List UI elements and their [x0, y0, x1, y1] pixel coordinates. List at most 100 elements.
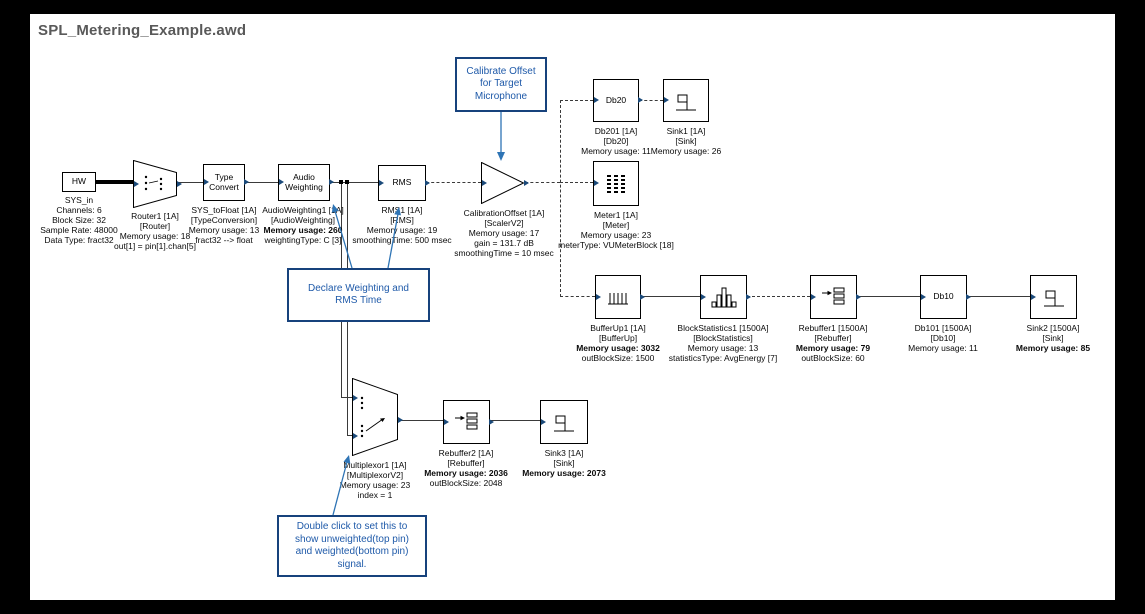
input-pin[interactable] — [594, 97, 599, 103]
wire-router-typeconvert[interactable] — [177, 182, 203, 183]
callout-line: RMS Time — [335, 295, 382, 306]
block-multiplexor1[interactable] — [352, 377, 403, 457]
output-pin[interactable] — [177, 180, 182, 187]
block-rms1[interactable]: RMS — [378, 165, 430, 201]
input-pin[interactable] — [541, 418, 546, 425]
sink3-label: Sink3 [1A] [Sink] Memory usage: 2073 — [509, 448, 619, 478]
block-db201[interactable]: Db20 — [593, 79, 643, 122]
input-pin[interactable] — [701, 293, 706, 300]
block-bufferup1[interactable] — [595, 275, 645, 319]
input-pin[interactable] — [353, 394, 358, 401]
wire-typeconvert-audioweighting[interactable] — [245, 182, 278, 183]
block-rebuffer1[interactable] — [810, 275, 861, 319]
output-pin[interactable] — [640, 293, 645, 300]
input-pin[interactable] — [921, 293, 926, 300]
output-pin[interactable] — [966, 293, 971, 300]
block-label-line: statisticsType: AvgEnergy [7] — [668, 353, 778, 363]
wire-db20-sink1[interactable] — [639, 100, 663, 101]
block-label-line: Block Size: 32 — [52, 215, 106, 225]
typeconvert-icon-text: Type Convert — [209, 172, 239, 192]
wire-junction-vertical[interactable] — [560, 100, 561, 297]
block-label-line: Sink3 [1A] — [544, 448, 584, 458]
block-sink2[interactable] — [1030, 275, 1077, 319]
wire-audioweighting-rms[interactable] — [330, 182, 378, 183]
wire-hw-router[interactable] — [96, 180, 133, 184]
wire-junction-dot — [339, 180, 343, 184]
wire-rebuffer1-db10[interactable] — [857, 296, 920, 297]
rebuffer-icon — [821, 287, 844, 305]
input-pin[interactable] — [379, 179, 384, 186]
block-label-line: Memory usage: 3032 — [576, 343, 660, 353]
input-pin[interactable] — [134, 180, 139, 187]
input-pin[interactable] — [594, 180, 599, 186]
wire-bufferup-blockstatistics[interactable] — [641, 296, 700, 297]
input-pin[interactable] — [353, 432, 358, 439]
block-calibrationoffset[interactable] — [481, 161, 529, 205]
input-pin[interactable] — [444, 418, 449, 425]
block-sink1[interactable] — [663, 79, 709, 122]
block-label-line: Memory usage: 2036 — [424, 468, 508, 478]
wire-tap-mux-bottom-horizontal[interactable] — [347, 435, 352, 436]
block-label-line: Memory usage: 19 — [366, 225, 438, 235]
output-pin[interactable] — [638, 97, 643, 103]
block-blockstatistics1[interactable] — [700, 275, 751, 319]
callout-calibrate-offset[interactable]: Calibrate Offset for Target Microphone — [455, 57, 547, 112]
block-icon-line: Type — [214, 172, 234, 182]
input-pin[interactable] — [811, 293, 816, 300]
block-meter1[interactable] — [593, 161, 639, 206]
block-label-line: [Sink] — [675, 136, 697, 146]
output-pin[interactable] — [398, 416, 403, 423]
output-pin[interactable] — [524, 179, 529, 186]
block-audioweighting1[interactable]: Audio Weighting — [278, 164, 334, 201]
callout-declare-weighting[interactable]: Declare Weighting and RMS Time — [287, 268, 430, 322]
wire-rms-calibration[interactable] — [426, 182, 481, 183]
block-label-line: Memory usage: 11 — [581, 146, 651, 156]
calibrationoffset-label: CalibrationOffset [1A] [ScalerV2] Memory… — [448, 208, 560, 258]
block-label-line: Memory usage: 18 — [119, 231, 191, 241]
block-label-line: weightingType: C [3] — [264, 235, 342, 245]
block-label-line: fract32 --> float — [195, 235, 253, 245]
input-pin[interactable] — [1031, 293, 1036, 300]
meter-icon — [607, 174, 625, 193]
block-label-line: RMS1 [1A] — [381, 205, 423, 215]
wire-tap-mux-top-horizontal[interactable] — [341, 397, 352, 398]
input-pin[interactable] — [204, 179, 209, 185]
input-pin[interactable] — [482, 179, 487, 186]
wire-junction-db20[interactable] — [560, 100, 593, 101]
block-sys-tofloat[interactable]: Type Convert — [203, 164, 249, 201]
output-pin[interactable] — [329, 179, 334, 185]
block-label-line: meterType: VUMeterBlock [18] — [558, 240, 674, 250]
block-label-line: gain = 131.7 dB — [474, 238, 534, 248]
block-label-line: SYS_in — [64, 195, 94, 205]
output-pin[interactable] — [746, 293, 751, 300]
input-pin[interactable] — [596, 293, 601, 300]
wire-db10-sink2[interactable] — [967, 296, 1030, 297]
output-pin[interactable] — [425, 179, 430, 186]
multiplexor1-label: Multiplexor1 [1A] [MultiplexorV2] Memory… — [320, 460, 430, 500]
input-pin[interactable] — [664, 97, 669, 103]
wire-calibration-junction[interactable] — [525, 182, 560, 183]
input-pin[interactable] — [279, 179, 284, 185]
block-label-line: out[1] = pin[1].chan[5] — [114, 241, 196, 251]
block-rebuffer2[interactable] — [443, 400, 494, 444]
block-label-line: Data Type: fract32 — [44, 235, 114, 245]
output-pin[interactable] — [244, 179, 249, 185]
block-label-line: Meter1 [1A] — [594, 210, 638, 220]
callout-double-click[interactable]: Double click to set this to show unweigh… — [277, 515, 427, 577]
wire-rebuffer2-sink3[interactable] — [490, 420, 540, 421]
output-pin[interactable] — [856, 293, 861, 300]
block-router1[interactable] — [133, 159, 182, 209]
callout-line: Calibrate Offset — [466, 65, 536, 77]
block-label-line: Memory usage: 26 — [650, 146, 722, 156]
block-label-line: outBlockSize: 60 — [801, 353, 865, 363]
wire-mux-rebuffer2[interactable] — [398, 420, 443, 421]
block-db101[interactable]: Db10 — [920, 275, 971, 319]
wire-junction-bufferup[interactable] — [560, 296, 595, 297]
output-pin[interactable] — [489, 418, 494, 425]
wire-junction-meter[interactable] — [560, 182, 593, 183]
wire-blockstatistics-rebuffer1[interactable] — [747, 296, 810, 297]
block-label-line: Memory usage: 13 — [687, 343, 759, 353]
block-sink3[interactable] — [540, 400, 588, 444]
block-label-line: index = 1 — [357, 490, 393, 500]
block-sys-in[interactable]: HW — [62, 172, 96, 192]
